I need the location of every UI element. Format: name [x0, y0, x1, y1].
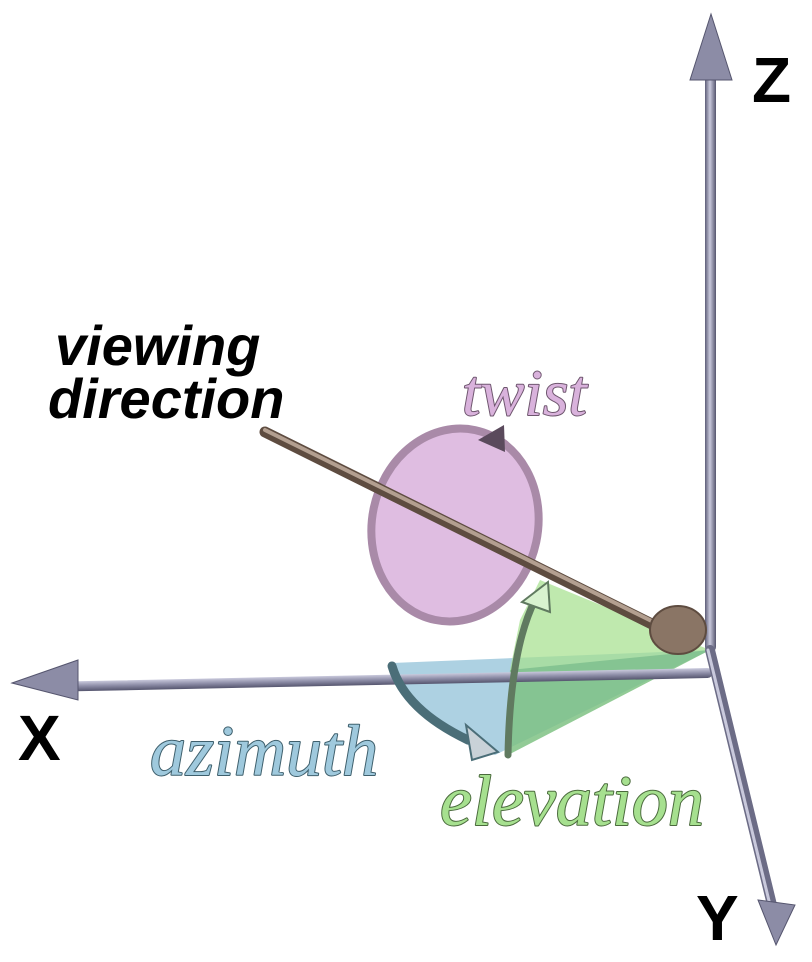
z-axis — [689, 12, 733, 652]
elevation-label: elevation — [440, 761, 704, 841]
z-axis-label: Z — [752, 44, 791, 116]
elevation-arc-arrow — [504, 580, 552, 759]
twist-label: twist — [462, 357, 588, 430]
rod-cone-tip — [649, 605, 707, 655]
x-axis-arrowhead — [10, 659, 79, 701]
y-axis — [705, 645, 796, 947]
x-axis-label: X — [18, 702, 61, 774]
twist-arrowhead — [478, 425, 505, 452]
viewing-direction-rod — [259, 426, 707, 655]
y-axis-label: Y — [696, 882, 739, 954]
elevation-wedge — [508, 580, 710, 755]
y-axis-arrowhead — [757, 899, 796, 947]
x-axis — [10, 659, 713, 701]
azimuth-label: azimuth — [150, 711, 378, 791]
azimuth-arc-arrow — [387, 661, 501, 762]
z-axis-arrowhead — [689, 12, 733, 81]
viewing-label-line2: direction — [48, 367, 284, 430]
viewing-label-line1: viewing — [55, 314, 260, 377]
twist-ring — [367, 424, 543, 626]
